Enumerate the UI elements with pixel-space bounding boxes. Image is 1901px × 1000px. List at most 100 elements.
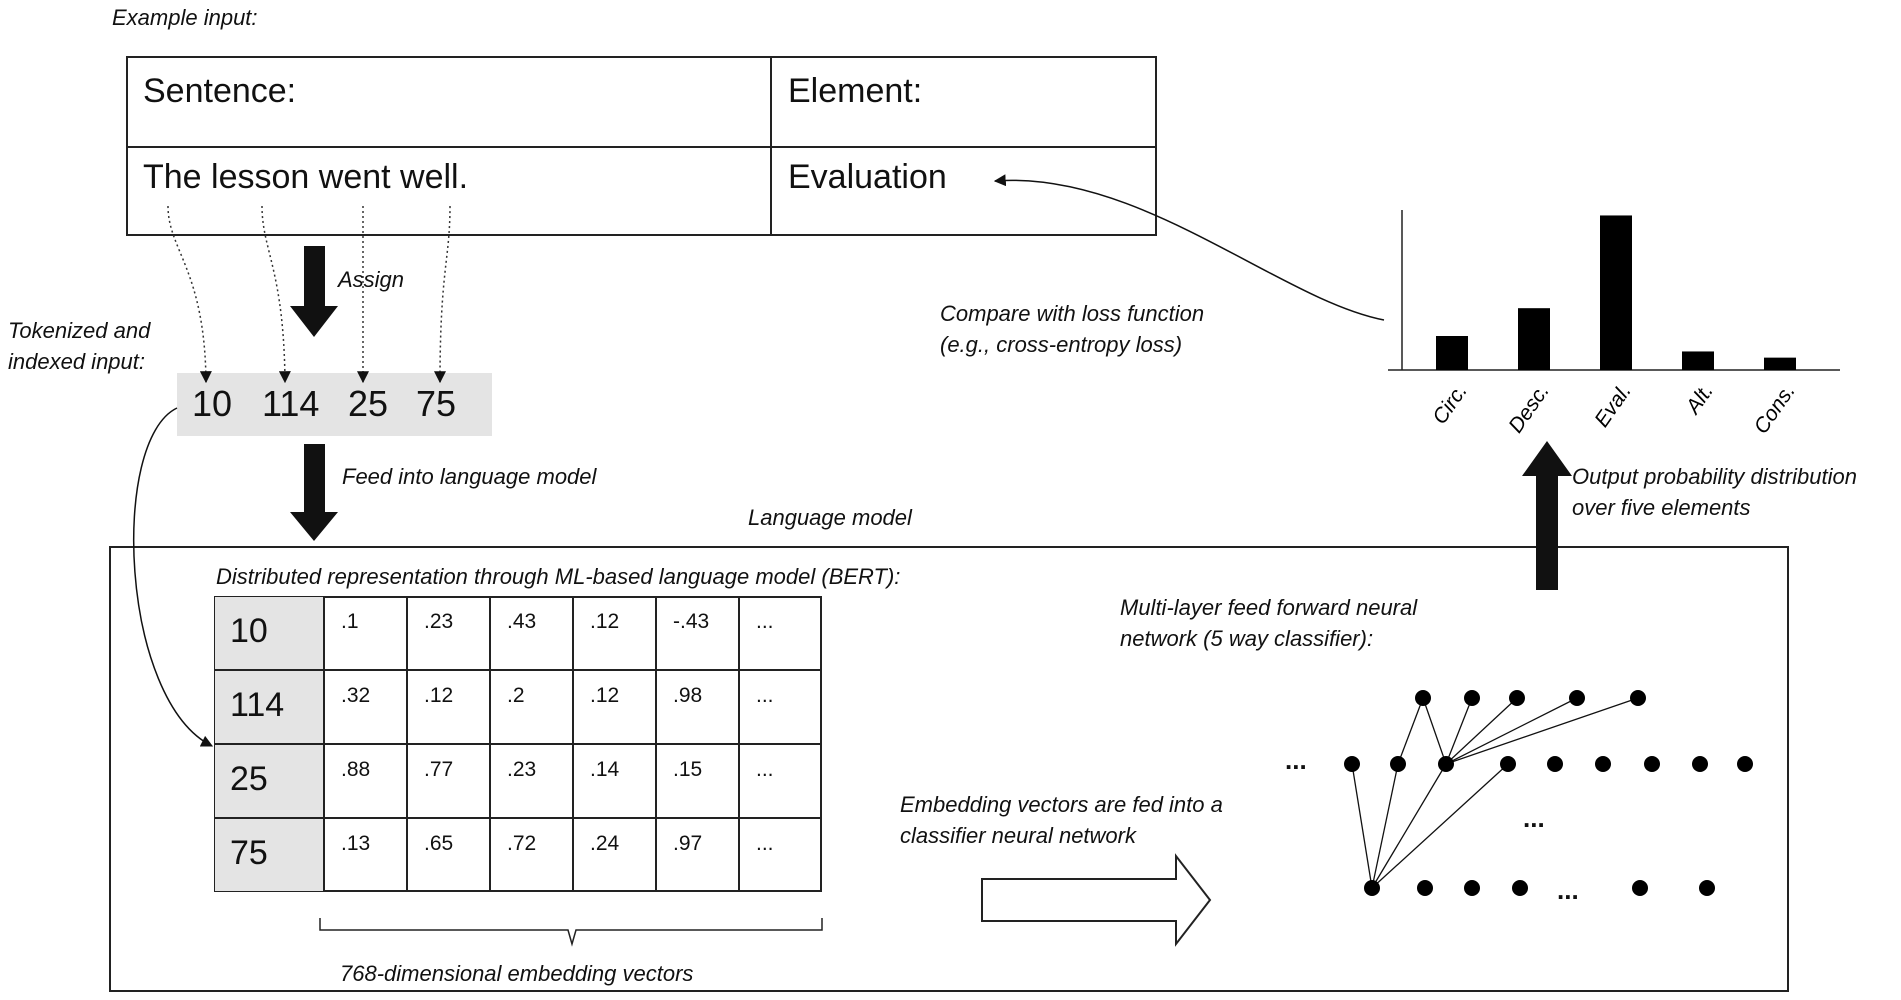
network-node — [1632, 880, 1648, 896]
network-node — [1364, 880, 1380, 896]
embedding-value: .12 — [424, 684, 454, 707]
output-label-1: Output probability distribution — [1572, 464, 1857, 489]
embedding-key-cell — [214, 744, 324, 818]
embedding-cell — [490, 596, 573, 670]
embedding-value: ... — [756, 610, 774, 633]
embedding-cell — [324, 744, 407, 818]
network-node — [1569, 690, 1585, 706]
embedding-cell — [656, 818, 739, 892]
embedding-cell — [573, 818, 656, 892]
embedding-value: .23 — [424, 610, 454, 633]
network-node — [1390, 756, 1406, 772]
embedding-cell — [324, 818, 407, 892]
sentence-header: Sentence: — [143, 72, 297, 110]
network-ellipsis-left: ... — [1285, 745, 1307, 775]
neural-network — [1344, 690, 1753, 896]
embedding-value: .72 — [507, 832, 537, 855]
embedding-value: -.43 — [673, 610, 710, 633]
embedding-value: .15 — [673, 758, 703, 781]
token-3: 75 — [416, 383, 457, 424]
network-edge — [1422, 697, 1447, 765]
embedding-value: .24 — [590, 832, 620, 855]
network-node — [1699, 880, 1715, 896]
embedding-cell — [739, 818, 822, 892]
chart-tick-label: Circ. — [1428, 380, 1472, 429]
embedding-cell — [656, 670, 739, 744]
embedding-value: .88 — [341, 758, 371, 781]
chart-bar-alt — [1682, 351, 1714, 370]
language-model-box — [109, 546, 1789, 992]
input-table-divider-v — [770, 56, 772, 236]
element-header: Element: — [788, 72, 923, 110]
network-edge — [1371, 763, 1447, 889]
network-edge — [1445, 697, 1578, 765]
embedding-value: .23 — [507, 758, 537, 781]
embedding-key: 114 — [230, 686, 285, 724]
embedding-value: .14 — [590, 758, 620, 781]
chart-tick-label: Cons. — [1750, 380, 1800, 438]
assign-arrow — [290, 246, 338, 337]
network-edge — [1371, 763, 1509, 889]
embedding-cell — [324, 670, 407, 744]
distributed-representation-label: Distributed representation through ML-ba… — [216, 564, 901, 589]
chart-bar-circ — [1436, 336, 1468, 370]
embedding-cell — [739, 670, 822, 744]
chart-tick-labels: Circ. Desc. Eval. Alt. Cons. — [1428, 380, 1800, 438]
chart-tick-label: Desc. — [1504, 380, 1554, 437]
network-ellipsis-bottom: ... — [1557, 875, 1579, 905]
embedding-fed-label-1: Embedding vectors are fed into a — [900, 792, 1223, 817]
compare-label-1: Compare with loss function — [940, 301, 1205, 326]
network-node — [1512, 880, 1528, 896]
embedding-key-cell — [214, 596, 324, 670]
embedding-cell — [490, 670, 573, 744]
network-node — [1415, 690, 1431, 706]
embedding-cell — [739, 596, 822, 670]
embedding-key: 75 — [230, 834, 268, 872]
chart-tick-label: Eval. — [1590, 380, 1636, 431]
embedding-value: ... — [756, 758, 774, 781]
input-table-divider-h — [126, 146, 1157, 148]
chart-bar-desc — [1518, 308, 1550, 370]
embedding-value: ... — [756, 684, 774, 707]
hollow-arrow — [981, 853, 1212, 947]
embedding-value: .98 — [673, 684, 703, 707]
embedding-cell — [656, 596, 739, 670]
embedding-brace — [319, 918, 823, 947]
embedding-value: .12 — [590, 684, 620, 707]
mlp-label-1: Multi-layer feed forward neural — [1120, 595, 1418, 620]
embedding-fed-label-2: classifier neural network — [900, 823, 1136, 848]
network-node — [1692, 756, 1708, 772]
output-label-2: over five elements — [1572, 495, 1751, 520]
embedding-cell — [573, 744, 656, 818]
network-node — [1438, 756, 1454, 772]
token-arrow-0 — [167, 205, 212, 384]
embedding-cell — [490, 818, 573, 892]
embedding-key-cell — [214, 670, 324, 744]
token-0: 10 — [192, 383, 233, 424]
network-edge — [1371, 763, 1399, 889]
network-node — [1595, 756, 1611, 772]
embedding-cell — [407, 818, 490, 892]
embedding-cell — [407, 670, 490, 744]
network-node — [1644, 756, 1660, 772]
embedding-value: .32 — [341, 684, 371, 707]
sentence-value: The lesson went well. — [143, 158, 469, 196]
embedding-cell — [324, 596, 407, 670]
chart-bar-cons — [1764, 357, 1796, 370]
embedding-value: .1 — [341, 610, 359, 633]
token-to-embedding-arrow — [132, 407, 214, 747]
token-strip — [177, 373, 492, 436]
embedding-key: 10 — [230, 612, 268, 650]
token-1: 114 — [262, 383, 320, 424]
compare-label-2: (e.g., cross-entropy loss) — [940, 332, 1183, 357]
embedding-value: .12 — [590, 610, 620, 633]
embedding-value: .13 — [341, 832, 371, 855]
chart-tick-label: Alt. — [1681, 380, 1718, 420]
network-edge — [1445, 697, 1518, 765]
feed-label: Feed into language model — [342, 464, 597, 489]
embedding-value: .97 — [673, 832, 703, 855]
feed-arrow — [290, 444, 338, 541]
token-arrow-3 — [434, 205, 451, 384]
mlp-label-2: network (5 way classifier): — [1120, 626, 1374, 651]
network-edge — [1445, 697, 1639, 765]
